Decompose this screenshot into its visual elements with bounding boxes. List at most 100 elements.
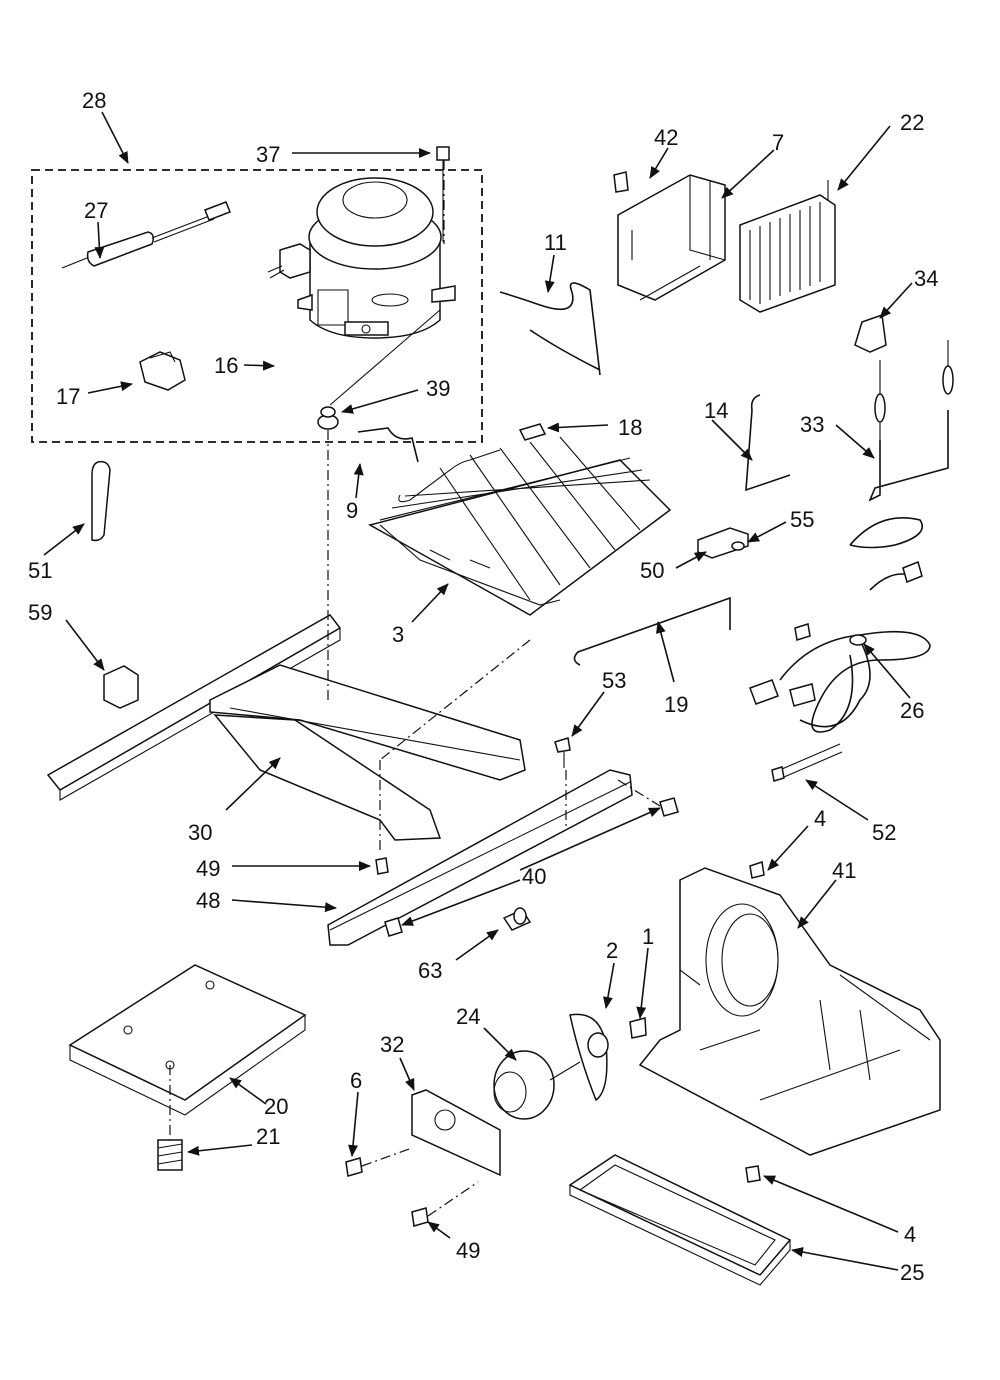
callout-18: 18 (618, 415, 642, 440)
callout-63: 63 (418, 958, 442, 983)
callout-24: 24 (456, 1004, 480, 1029)
callout-30: 30 (188, 820, 212, 845)
assembly-line-2 (379, 639, 531, 761)
leader-3 (411, 583, 449, 623)
leader-20 (229, 1077, 267, 1105)
leader-53 (571, 691, 605, 737)
clip-34-part (854, 313, 887, 353)
callout-28: 28 (82, 88, 106, 113)
frame-30-part (209, 664, 526, 841)
relay-16-part (267, 243, 311, 279)
leader-25 (791, 1247, 899, 1271)
callout-34: 34 (914, 266, 938, 291)
mount-line (329, 309, 441, 406)
callout-51: 51 (28, 558, 52, 583)
leader-9 (353, 463, 364, 499)
callout-59: 59 (28, 600, 52, 625)
callout-55: 55 (790, 507, 814, 532)
callout-40: 40 (522, 864, 546, 889)
leader-6 (348, 1091, 359, 1157)
leader-18 (547, 422, 609, 433)
part-9 (357, 427, 419, 463)
rail-59-part (46, 614, 342, 801)
screw-4-upper-part (749, 861, 765, 879)
callout-32: 32 (380, 1032, 404, 1057)
clip-18-part (518, 423, 547, 441)
screw-4-lower-part (745, 1165, 761, 1183)
callout-42: 42 (654, 125, 678, 150)
screw-53-part (554, 737, 571, 768)
leader-4-upper (767, 825, 809, 871)
leader-17 (87, 381, 133, 394)
condenser-22-part (739, 180, 836, 313)
leader-33 (835, 424, 875, 459)
wire-19-part (573, 596, 731, 666)
leader-48 (231, 899, 337, 913)
callout-26: 26 (900, 698, 924, 723)
assembly-line-8 (361, 1147, 413, 1167)
callout-7: 7 (772, 130, 784, 155)
leader-59 (65, 619, 105, 671)
leader-63 (455, 929, 499, 961)
leader-49-lower (427, 1221, 451, 1239)
leader-22 (837, 125, 891, 191)
tie-52-part (771, 743, 843, 782)
clip-1-part (629, 1017, 647, 1039)
bolt-37-part (436, 146, 450, 242)
drain-pan-25-part (568, 1154, 792, 1286)
callout-50: 50 (640, 558, 664, 583)
leader-4-lower (763, 1175, 899, 1233)
leader-16 (243, 360, 275, 371)
leader-24 (483, 1027, 517, 1061)
callout-49-lower: 49 (456, 1238, 480, 1263)
callout-3: 3 (392, 622, 404, 647)
callout-4-lower: 4 (904, 1222, 916, 1247)
assembly-line-5 (617, 779, 661, 807)
leader-30 (225, 757, 281, 811)
leader-14 (711, 419, 753, 461)
leader-51 (43, 523, 85, 556)
leader-42 (649, 147, 669, 179)
callout-49-upper: 49 (196, 856, 220, 881)
callout-11: 11 (544, 230, 567, 255)
callout-6: 6 (350, 1068, 362, 1093)
callout-37: 37 (256, 142, 280, 167)
screw-49-upper-part (375, 857, 389, 875)
callout-16: 16 (214, 353, 238, 378)
overload-17-part (139, 351, 186, 391)
leader-39 (341, 389, 419, 414)
callout-17: 17 (56, 384, 80, 409)
leader-50 (675, 551, 707, 569)
rail-48-part (327, 769, 633, 946)
tube-33-part (868, 340, 954, 502)
callout-41: 41 (832, 858, 856, 883)
hook-14-part (745, 394, 791, 492)
leader-52 (805, 779, 869, 821)
fan-blade-2-part (569, 1013, 609, 1102)
evaporator-3-part (368, 436, 672, 616)
leader-41 (797, 879, 837, 929)
callout-19: 19 (664, 692, 688, 717)
shroud-41-part (638, 867, 941, 1156)
compressor-part (297, 177, 456, 339)
leader-27 (94, 221, 105, 259)
leader-32 (399, 1057, 415, 1091)
callout-9: 9 (346, 498, 358, 523)
leader-19 (656, 621, 675, 683)
leader-11 (544, 254, 555, 293)
leader-26 (863, 643, 911, 699)
leader-21 (187, 1144, 253, 1156)
screw-40-left-part (384, 917, 403, 937)
callout-39: 39 (426, 376, 450, 401)
screw-6-part (345, 1157, 363, 1177)
callout-52: 52 (872, 820, 896, 845)
grommet-39-part (317, 406, 339, 430)
leader-1 (636, 947, 649, 1019)
callout-33: 33 (800, 412, 824, 437)
fitting-63-part (502, 907, 532, 931)
leader-7 (721, 149, 775, 199)
bracket-50-part (697, 527, 749, 559)
callout-20: 20 (264, 1094, 288, 1119)
leader-28 (101, 111, 129, 164)
